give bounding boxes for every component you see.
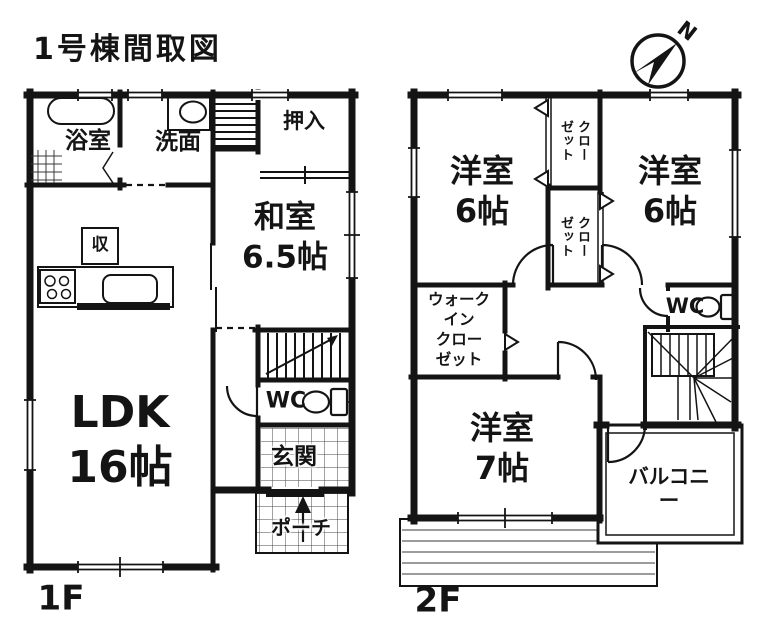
room-bathroom: 浴室 xyxy=(65,127,111,154)
stairs-winder-icon xyxy=(647,331,736,423)
stairs-upper-icon xyxy=(215,103,256,147)
entrance-tiles xyxy=(261,428,349,487)
floor1-label: 1F xyxy=(37,578,85,619)
entry-door-slab xyxy=(266,489,324,497)
washbasin-icon xyxy=(167,96,211,131)
compass-icon xyxy=(630,33,686,89)
floor2-label: 2F xyxy=(414,580,462,621)
bathtub-icon xyxy=(47,97,115,125)
room-washitsu: 和室 6.5帖 xyxy=(242,199,328,275)
closet-door-triangles xyxy=(504,98,615,352)
floor1-windows xyxy=(24,89,360,577)
room-wc-1f: WC xyxy=(265,388,307,414)
room-bedroom-right: 洋室 6帖 xyxy=(637,152,703,230)
balcony-outline xyxy=(596,423,744,545)
floor2-windows xyxy=(408,89,741,528)
bath-tiles xyxy=(31,150,114,184)
floor1-sliding-doors xyxy=(126,166,350,332)
room-porch: ポーチ xyxy=(271,515,331,540)
room-closet-bottom: クローゼット xyxy=(558,216,590,258)
entry-arrow-icon xyxy=(295,496,311,542)
toilet-icon xyxy=(301,387,355,417)
stairs-lower-icon xyxy=(265,333,341,378)
room-bedroom-7: 洋室 7帖 xyxy=(469,409,535,487)
page-title: 1号棟間取図 xyxy=(33,32,222,67)
room-walk-in-closet: ウォーク イン クロー ゼット xyxy=(427,290,491,370)
room-balcony: バルコニー xyxy=(628,464,710,512)
floor1-walls xyxy=(23,88,359,574)
room-entrance: 玄関 xyxy=(271,443,317,470)
room-wc-2f: WC xyxy=(665,293,705,318)
storage-box xyxy=(81,227,119,265)
room-bedroom-left: 洋室 6帖 xyxy=(449,152,515,230)
room-storage: 収 xyxy=(91,235,109,256)
room-washroom: 洗面 xyxy=(155,128,201,155)
room-closet-top: クローゼット xyxy=(558,120,590,162)
closet-fronts xyxy=(545,98,604,283)
floor2-walls xyxy=(407,88,742,525)
room-oshiire: 押入 xyxy=(283,108,325,133)
toilet-icon-2f xyxy=(695,293,736,321)
room-ldk: LDK 16帖 xyxy=(67,387,173,493)
kitchen-counter-icon xyxy=(37,266,174,310)
